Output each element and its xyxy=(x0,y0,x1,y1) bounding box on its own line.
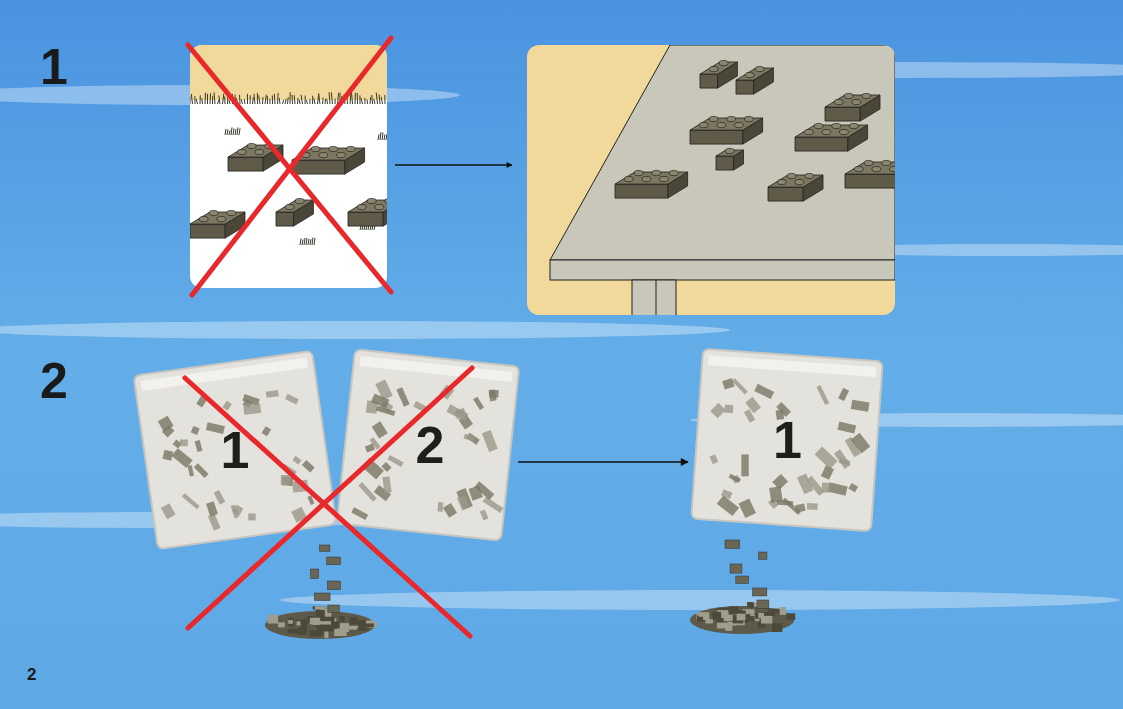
brick xyxy=(276,198,313,226)
page-number: 2 xyxy=(27,666,36,683)
step-arrow xyxy=(395,164,512,166)
brick xyxy=(690,116,763,144)
step-number: 1 xyxy=(40,42,68,92)
parts-bag xyxy=(337,349,519,540)
brick xyxy=(768,173,823,201)
step-number: 2 xyxy=(40,356,68,406)
parts-bag xyxy=(691,349,882,531)
brick xyxy=(825,93,880,121)
cross-mark xyxy=(192,38,391,295)
brick xyxy=(736,66,773,94)
brick xyxy=(845,160,895,188)
bag-number: 1 xyxy=(221,424,250,476)
brick xyxy=(348,198,387,226)
bag-label: 1 xyxy=(150,375,320,525)
parts-pile xyxy=(265,545,377,639)
cross-mark xyxy=(185,368,472,636)
brick xyxy=(700,60,737,88)
bag-number: 1 xyxy=(773,414,802,466)
brick xyxy=(615,170,688,198)
brick xyxy=(716,148,744,170)
parts-pile xyxy=(690,540,795,634)
table-panel xyxy=(527,45,895,315)
bag-label: 2 xyxy=(350,370,510,520)
flow-arrow xyxy=(518,461,688,463)
bag-label: 1 xyxy=(700,365,875,515)
bag-number: 2 xyxy=(416,419,445,471)
brick xyxy=(795,123,868,151)
